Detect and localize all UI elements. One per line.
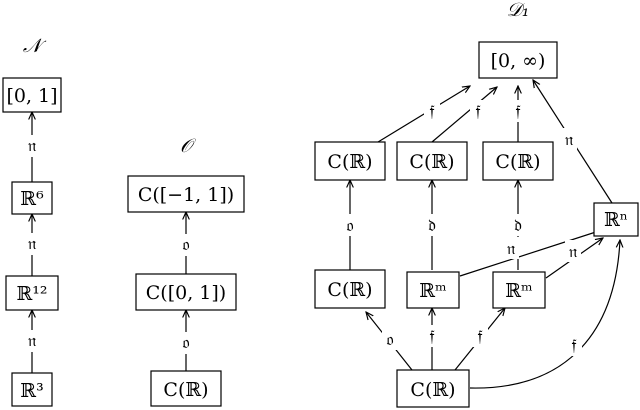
node-label: C(ℝ) bbox=[409, 151, 454, 173]
node-o-cr: C(ℝ) bbox=[150, 370, 222, 407]
node-label: C(ℝ) bbox=[163, 379, 208, 401]
node-d-rm-a: ℝᵐ bbox=[406, 271, 460, 309]
edge-label-f3: 𝔣 bbox=[515, 102, 520, 122]
node-o-c01: C([0, 1]) bbox=[135, 273, 237, 311]
title-d1: 𝒟₁ bbox=[507, 0, 530, 21]
edge-label-n-rm-a: 𝔫 bbox=[507, 239, 516, 259]
node-d-cr-d: C(ℝ) bbox=[314, 269, 386, 309]
node-label: C(ℝ) bbox=[327, 279, 372, 301]
title-o: 𝒪 bbox=[180, 135, 197, 157]
edge-label-f-bottom-rn: 𝔣 bbox=[571, 336, 576, 356]
node-label: ℝᵐ bbox=[419, 280, 447, 302]
node-label: C(ℝ) bbox=[410, 379, 455, 401]
node-d-inf: [0, ∞) bbox=[478, 41, 558, 79]
edge-d-crb-inf bbox=[431, 87, 497, 143]
edge-label-f-bottom-b: 𝔣 bbox=[477, 327, 482, 347]
edge-label-n-rn-inf: 𝔫 bbox=[565, 130, 574, 150]
node-label: ℝⁿ bbox=[604, 209, 628, 231]
edge-label-d2: 𝔡 bbox=[514, 216, 522, 236]
edge-label-d1: 𝔡 bbox=[428, 216, 436, 236]
edge-d-rma-rn bbox=[459, 230, 602, 277]
edge-label-o-d: 𝔬 bbox=[346, 216, 353, 236]
edge-label-f1: 𝔣 bbox=[429, 102, 434, 122]
d1-edge-labels bbox=[342, 100, 582, 356]
edge-label-o1: 𝔬 bbox=[182, 235, 189, 255]
node-n-01: [0, 1] bbox=[2, 77, 62, 113]
node-label: ℝᵐ bbox=[505, 280, 533, 302]
node-d-rn: ℝⁿ bbox=[593, 202, 639, 237]
node-d-cr-c: C(ℝ) bbox=[482, 141, 554, 181]
node-label: C([0, 1]) bbox=[146, 282, 226, 304]
node-d-rm-b: ℝᵐ bbox=[492, 271, 546, 309]
node-n-r12: ℝ¹² bbox=[5, 275, 59, 311]
node-o-cm11: C([−1, 1]) bbox=[127, 175, 245, 213]
node-label: C(ℝ) bbox=[327, 151, 372, 173]
edge-label-f2: 𝔣 bbox=[475, 102, 480, 122]
title-n: 𝒩 bbox=[23, 35, 47, 57]
node-label: C(ℝ) bbox=[495, 151, 540, 173]
node-d-cr-bottom: C(ℝ) bbox=[396, 369, 470, 408]
edge-label-f-bottom-a: 𝔣 bbox=[429, 327, 434, 347]
edge-label-n3: 𝔫 bbox=[28, 331, 37, 351]
node-n-r3: ℝ³ bbox=[11, 372, 53, 407]
edge-d-bottom-rn bbox=[469, 240, 620, 389]
node-label: ℝ¹² bbox=[16, 283, 47, 305]
edge-label-o2: 𝔬 bbox=[182, 333, 189, 353]
node-label: ℝ³ bbox=[20, 380, 43, 402]
node-label: [0, ∞) bbox=[491, 50, 546, 72]
edge-label-n2: 𝔫 bbox=[28, 234, 37, 254]
node-label: [0, 1] bbox=[6, 85, 57, 107]
edge-label-o-bottom: 𝔬 bbox=[386, 330, 393, 350]
node-label: C([−1, 1]) bbox=[138, 184, 234, 206]
node-d-cr-a: C(ℝ) bbox=[314, 141, 386, 181]
node-n-r6: ℝ⁶ bbox=[11, 181, 53, 215]
edge-label-n-rm-b: 𝔫 bbox=[569, 242, 578, 262]
node-label: ℝ⁶ bbox=[20, 188, 44, 210]
node-d-cr-b: C(ℝ) bbox=[396, 141, 468, 181]
edge-label-n1: 𝔫 bbox=[28, 136, 37, 156]
